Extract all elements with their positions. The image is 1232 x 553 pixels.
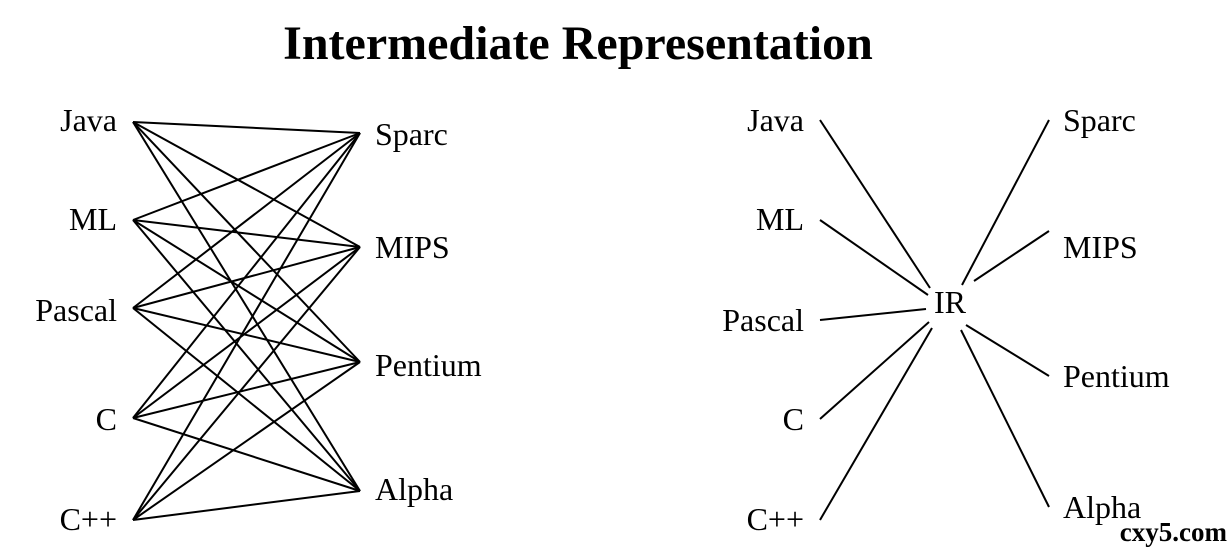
edge-ml-to-pentium	[132, 219, 361, 363]
edge-java-to-sparc	[132, 121, 361, 134]
edge-cpp-to-ir	[819, 327, 933, 521]
edge-pascal-to-sparc	[132, 132, 361, 309]
left-target-mips: MIPS	[375, 229, 450, 265]
edge-ir-to-mips	[973, 230, 1050, 282]
edge-ml-to-alpha	[132, 219, 361, 492]
left-source-c: C	[96, 401, 117, 437]
edge-java-to-ir	[819, 119, 931, 289]
left-target-pentium: Pentium	[375, 347, 482, 383]
page-title: Intermediate Representation	[283, 17, 873, 70]
edge-cpp-to-pentium	[132, 361, 361, 521]
all-to-all-diagram: Java ML Pascal C C++ Sparc MIPS Pentium …	[35, 102, 482, 537]
hub-diagram: Java ML Pascal C C++ IR Sparc MIPS Penti…	[722, 102, 1170, 537]
right-target-pentium: Pentium	[1063, 358, 1170, 394]
right-source-ml: ML	[756, 201, 804, 237]
edge-pascal-to-ir	[819, 308, 927, 321]
left-source-pascal: Pascal	[35, 292, 117, 328]
left-target-sparc: Sparc	[375, 116, 448, 152]
edge-c-to-sparc	[132, 132, 361, 419]
hub-node-ir: IR	[934, 284, 967, 320]
left-source-ml: ML	[69, 201, 117, 237]
watermark-logo: cxy5.com	[1120, 517, 1228, 547]
right-source-c: C	[783, 401, 804, 437]
right-source-java: Java	[747, 102, 804, 138]
edge-c-to-alpha	[132, 417, 361, 492]
edge-cpp-to-alpha	[132, 490, 361, 521]
left-source-cpp: C++	[60, 501, 117, 537]
right-target-alpha: Alpha	[1063, 489, 1141, 525]
edge-cpp-to-sparc	[132, 132, 361, 521]
edge-pascal-to-alpha	[132, 307, 361, 492]
right-source-cpp: C++	[747, 501, 804, 537]
left-target-alpha: Alpha	[375, 471, 453, 507]
edge-pascal-to-pentium	[132, 307, 361, 363]
all-to-all-edges	[132, 121, 361, 521]
edge-ir-to-sparc	[961, 119, 1050, 286]
edge-java-to-alpha	[132, 121, 361, 492]
edge-java-to-pentium	[132, 121, 361, 363]
hub-edges	[819, 119, 1050, 521]
edge-ml-to-sparc	[132, 132, 361, 221]
edge-c-to-pentium	[132, 361, 361, 419]
right-target-sparc: Sparc	[1063, 102, 1136, 138]
edge-pascal-to-mips	[132, 246, 361, 309]
left-source-java: Java	[60, 102, 117, 138]
right-target-mips: MIPS	[1063, 229, 1138, 265]
edge-cpp-to-mips	[132, 246, 361, 521]
edge-ir-to-alpha	[960, 329, 1050, 508]
edge-c-to-mips	[132, 246, 361, 419]
edge-ml-to-ir	[819, 219, 929, 296]
edge-ir-to-pentium	[965, 324, 1050, 377]
edge-ml-to-mips	[132, 219, 361, 248]
edge-java-to-mips	[132, 121, 361, 248]
right-source-pascal: Pascal	[722, 302, 804, 338]
edge-c-to-ir	[819, 321, 930, 420]
